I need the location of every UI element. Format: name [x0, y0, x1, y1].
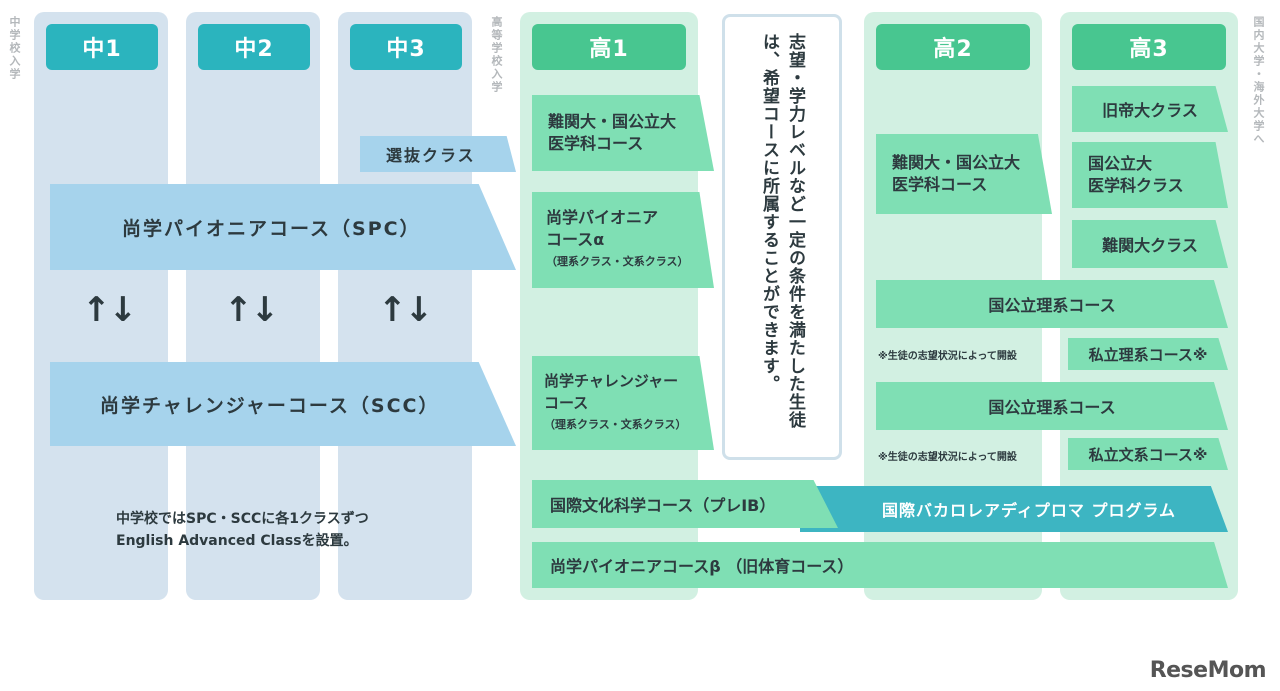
hs1-pioneer-line1: 尚学パイオニア: [546, 208, 659, 227]
scc-course: 尚学チャレンジャーコース（SCC）: [50, 362, 516, 446]
grade-header-ms3: 中3: [350, 24, 462, 70]
grade-header-hs1: 高1: [532, 24, 686, 70]
hs3-medical-line1: 国公立大: [1088, 154, 1153, 173]
ib-diploma-program: 国際バカロレアディプロマ プログラム: [800, 486, 1228, 532]
hs1-challenger-sub: （理系クラス・文系クラス）: [544, 418, 687, 431]
hs3-medical-line2: 医学科クラス: [1088, 176, 1184, 195]
hs1-pioneer-alpha-course: 尚学パイオニア コースα （理系クラス・文系クラス）: [532, 192, 714, 288]
grade-header-hs3: 高3: [1072, 24, 1226, 70]
hs1-challenger-line2: コース: [544, 394, 589, 412]
grade-header-ms2: 中2: [198, 24, 310, 70]
private-science-course: 私立理系コース※: [1068, 338, 1228, 370]
grade-header-ms1: 中1: [46, 24, 158, 70]
spc-course: 尚学パイオニアコース（SPC）: [50, 184, 516, 270]
transfer-message: 志望・学力レベルなど一定の条件を満たした生徒は、希望コースに所属することができま…: [759, 33, 805, 429]
transfer-message-box: 志望・学力レベルなど一定の条件を満たした生徒は、希望コースに所属することができま…: [722, 14, 842, 460]
imperial-univ-class: 旧帝大クラス: [1072, 86, 1228, 132]
select-class-tab: 選抜クラス: [360, 136, 516, 172]
hs1-challenger-line1: 尚学チャレンジャー: [544, 372, 679, 390]
public-science-course-2: 国公立理系コース: [876, 382, 1228, 430]
swap-arrows-icon: ↑↓: [82, 290, 137, 330]
swap-arrows-icon: ↑↓: [224, 290, 279, 330]
hs1-medical-course: 難関大・国公立大 医学科コース: [532, 95, 714, 171]
column-ms3: [338, 12, 472, 600]
grade-header-hs2: 高2: [876, 24, 1030, 70]
hs1-challenger-course: 尚学チャレンジャー コース （理系クラス・文系クラス）: [532, 356, 714, 450]
label-university: 国内大学・海外大学へ: [1252, 16, 1265, 146]
junior-note: 中学校ではSPC・SCCに各1クラスずつ English Advanced Cl…: [116, 508, 369, 552]
public-science-course-1: 国公立理系コース: [876, 280, 1228, 328]
hs1-medical-line1: 難関大・国公立大: [548, 112, 677, 131]
junior-note-line2: English Advanced Classを設置。: [116, 533, 358, 549]
hs3-medical-class: 国公立大 医学科クラス: [1072, 142, 1228, 208]
label-high-entry: 高等学校入学: [490, 16, 503, 94]
hs2-note-2: ※生徒の志望状況によって開設: [878, 452, 1017, 463]
hs1-medical-line2: 医学科コース: [548, 134, 644, 153]
resemom-logo: ReseMom: [1149, 658, 1267, 683]
intl-culture-course: 国際文化科学コース（プレIB）: [532, 480, 838, 528]
hs2-medical-line2: 医学科コース: [892, 175, 988, 194]
hs2-note-1: ※生徒の志望状況によって開設: [878, 351, 1017, 362]
swap-arrows-icon: ↑↓: [378, 290, 433, 330]
column-ms2: [186, 12, 320, 600]
label-junior-entry: 中学校入学: [8, 16, 21, 81]
junior-note-line1: 中学校ではSPC・SCCに各1クラスずつ: [116, 511, 369, 527]
hs2-medical-course: 難関大・国公立大 医学科コース: [876, 134, 1052, 214]
hs1-pioneer-line2: コースα: [546, 230, 605, 249]
column-ms1: [34, 12, 168, 600]
hs1-pioneer-sub: （理系クラス・文系クラス）: [546, 255, 689, 268]
private-arts-course: 私立文系コース※: [1068, 438, 1228, 470]
elite-univ-class: 難関大クラス: [1072, 220, 1228, 268]
pioneer-beta-course: 尚学パイオニアコースβ （旧体育コース）: [532, 542, 1228, 588]
hs2-medical-line1: 難関大・国公立大: [892, 153, 1021, 172]
